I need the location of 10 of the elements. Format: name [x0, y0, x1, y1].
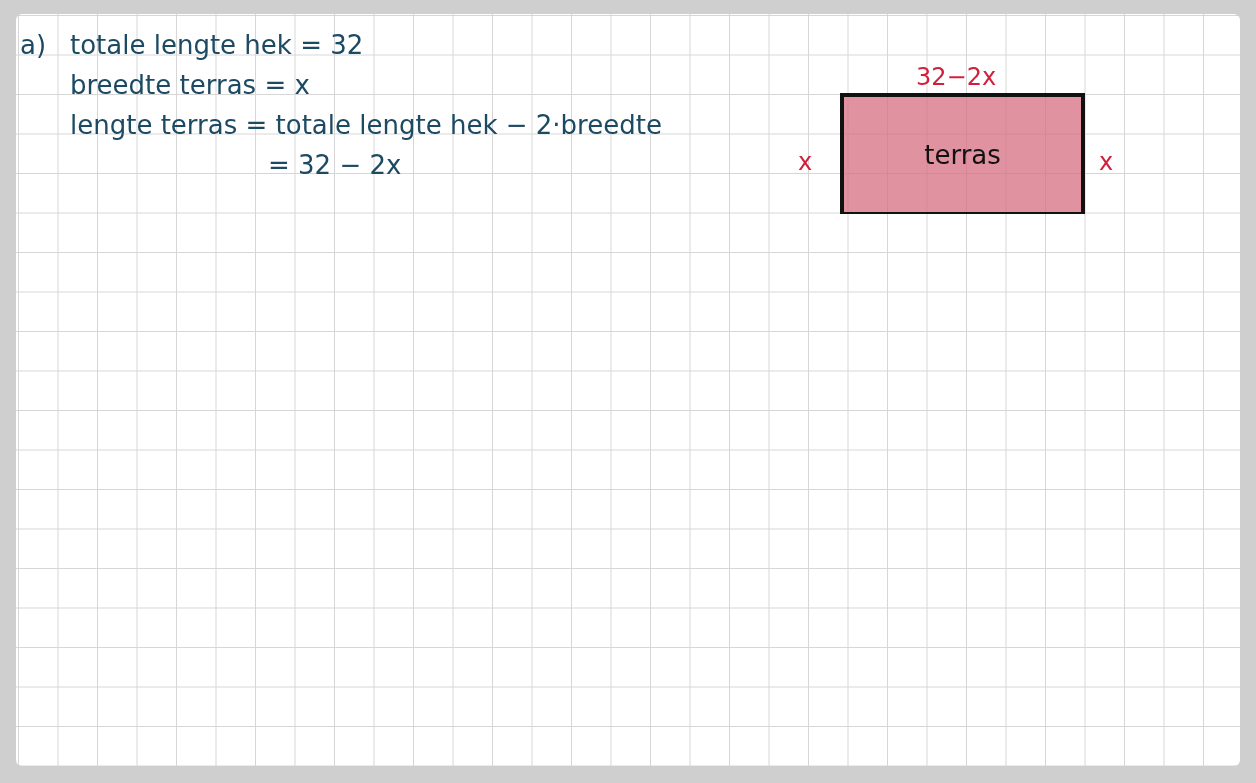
area-label: terras — [924, 139, 1001, 170]
terrace-rectangle — [840, 93, 1085, 214]
equation-text: lengte terras = totale lengte hek − 2·breedte — [70, 110, 662, 140]
equation-text: totale lengte hek = 32 — [70, 30, 364, 60]
equation-text: breedte terras = x — [70, 70, 310, 100]
equation-text: = 32 − 2x — [268, 150, 402, 180]
dimension-label: x — [798, 147, 813, 177]
part-label: a) — [20, 30, 47, 60]
dimension-label: 32−2x — [916, 62, 997, 92]
dimension-label: x — [1099, 147, 1114, 177]
